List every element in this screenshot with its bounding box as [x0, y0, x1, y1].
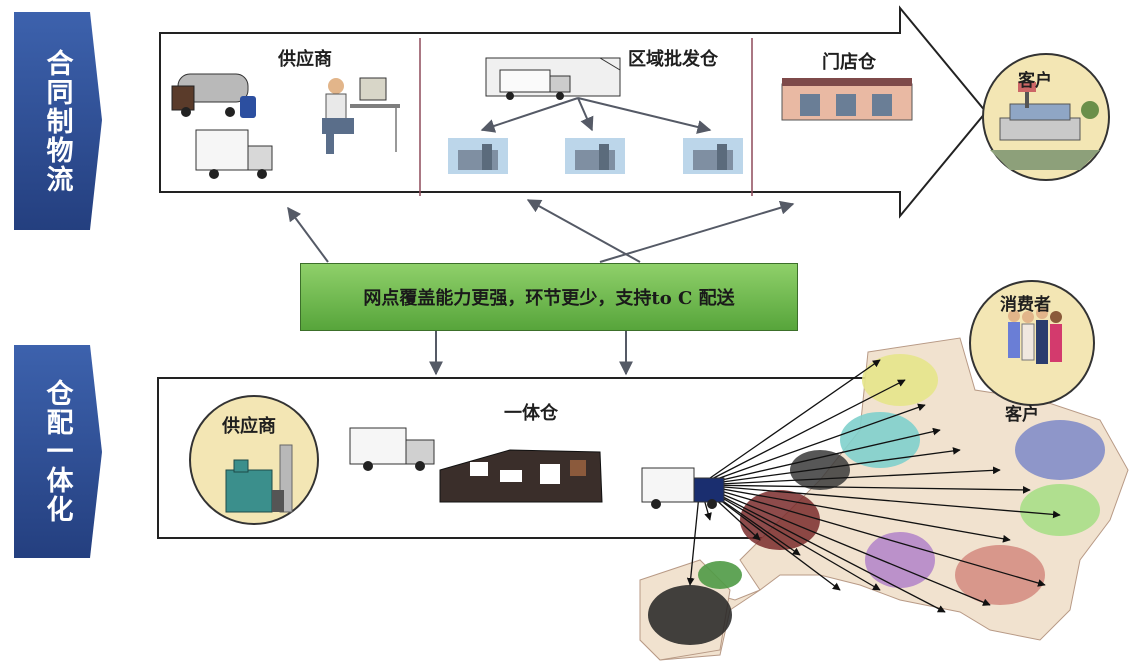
box-truck-top-illustration	[195, 129, 273, 179]
tag-bottom-shape	[14, 345, 102, 558]
factory-illustration	[225, 444, 293, 513]
store-warehouse-illustration	[781, 78, 913, 121]
small-warehouse-3	[683, 138, 743, 174]
small-warehouse-1	[448, 138, 508, 174]
tag-contract-logistics: 合同制物流	[14, 12, 100, 230]
store-warehouse-label: 门店仓	[822, 52, 876, 73]
integrated-warehouse-illustration	[439, 449, 603, 503]
bottom-supplier-label: 供应商	[222, 416, 276, 437]
integrated-warehouse-label: 一体仓	[504, 403, 558, 424]
regional-warehouse-label: 区域批发仓	[628, 49, 718, 70]
top-customer-label: 客户	[1018, 71, 1052, 91]
tag-top-shape	[14, 12, 102, 230]
tag-warehouse-delivery-label: 仓配一体化	[41, 379, 73, 524]
box-truck-bottom-illustration	[349, 427, 435, 471]
middle-banner: 网点覆盖能力更强，环节更少，支持to C 配送	[300, 263, 798, 331]
tag-contract-logistics-label: 合同制物流	[41, 48, 73, 194]
regional-distribution-arrows	[480, 97, 712, 134]
middle-banner-text: 网点覆盖能力更强，环节更少，支持to C 配送	[363, 288, 735, 309]
tanker-truck-illustration	[171, 73, 256, 118]
top-supplier-label: 供应商	[278, 49, 332, 70]
regional-warehouse-illustration	[485, 57, 621, 100]
tag-warehouse-delivery-integration: 仓配一体化	[14, 345, 100, 558]
office-worker-illustration	[322, 77, 400, 154]
consumer-label: 消费者	[1000, 295, 1051, 315]
banner-up-arrows	[287, 199, 795, 263]
delivery-truck-illustration	[641, 467, 725, 509]
small-warehouse-2	[565, 138, 625, 174]
bottom-customer-label: 客户	[1005, 405, 1039, 425]
customer-building-illustration	[990, 82, 1100, 170]
top-flow-arrow	[159, 5, 988, 219]
distribution-arrows	[686, 359, 1061, 613]
consumer-people-illustration	[1008, 307, 1062, 364]
banner-down-arrows	[429, 330, 633, 376]
